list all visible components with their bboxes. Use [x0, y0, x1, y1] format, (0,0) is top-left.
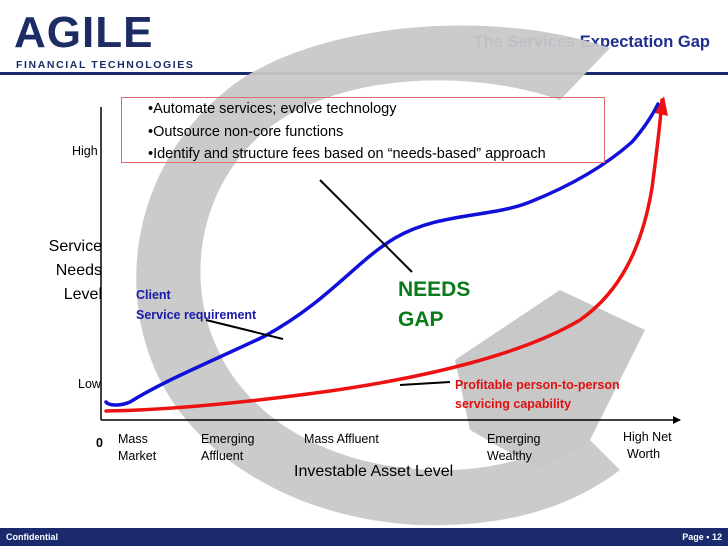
y-axis-label-line: Service — [48, 238, 102, 255]
series-label-client: Client — [136, 288, 171, 302]
x-category-label: Emerging — [201, 432, 255, 446]
profitable-servicing-capability-curve — [104, 98, 664, 413]
capability-label-pointer — [399, 381, 451, 386]
y-tick-high: High — [72, 144, 98, 158]
footer-confidential: Confidential — [6, 532, 58, 542]
needs-gap-annotation: GAP — [398, 308, 444, 331]
x-category-label: Market — [118, 449, 157, 463]
footer-page-number: Page ▪ 12 — [682, 532, 722, 542]
strategy-bullet-box — [121, 97, 605, 163]
x-category-label: Worth — [627, 447, 661, 461]
needs-gap-annotation: NEEDS — [398, 278, 471, 301]
gap-pointer-upper — [319, 179, 413, 273]
x-category-label: Wealthy — [487, 449, 532, 463]
x-category-label: High Net — [623, 430, 672, 444]
footer-bar — [0, 528, 728, 546]
series-label-capability: servicing capability — [455, 397, 572, 411]
bullet-item: •Automate services; evolve technology — [148, 101, 397, 117]
series-label-client: Service requirement — [136, 308, 257, 322]
x-category-label: Mass Affluent — [304, 432, 379, 446]
series-label-capability: Profitable person-to-person — [455, 378, 620, 392]
y-tick-low: Low — [78, 377, 101, 391]
watermark-logo — [136, 25, 645, 526]
x-axis-label: Investable Asset Level — [294, 463, 454, 480]
company-logo-subtitle: FINANCIAL TECHNOLOGIES — [16, 59, 195, 71]
x-category-label: Emerging — [487, 432, 541, 446]
bullet-item: •Outsource non-core functions — [148, 124, 344, 140]
client-label-pointer — [205, 319, 284, 340]
company-logo: AGILE — [14, 8, 154, 57]
red-curve-arrowhead — [655, 96, 668, 116]
origin-label: 0 — [96, 436, 103, 450]
bullet-item: •Identify and structure fees based on “n… — [148, 146, 546, 162]
x-category-label: Mass — [118, 432, 148, 446]
x-category-label: Affluent — [201, 449, 244, 463]
y-axis-label-line: Level — [63, 286, 102, 303]
client-service-requirement-curve — [104, 102, 660, 407]
y-axis-label-line: Needs — [55, 262, 102, 279]
